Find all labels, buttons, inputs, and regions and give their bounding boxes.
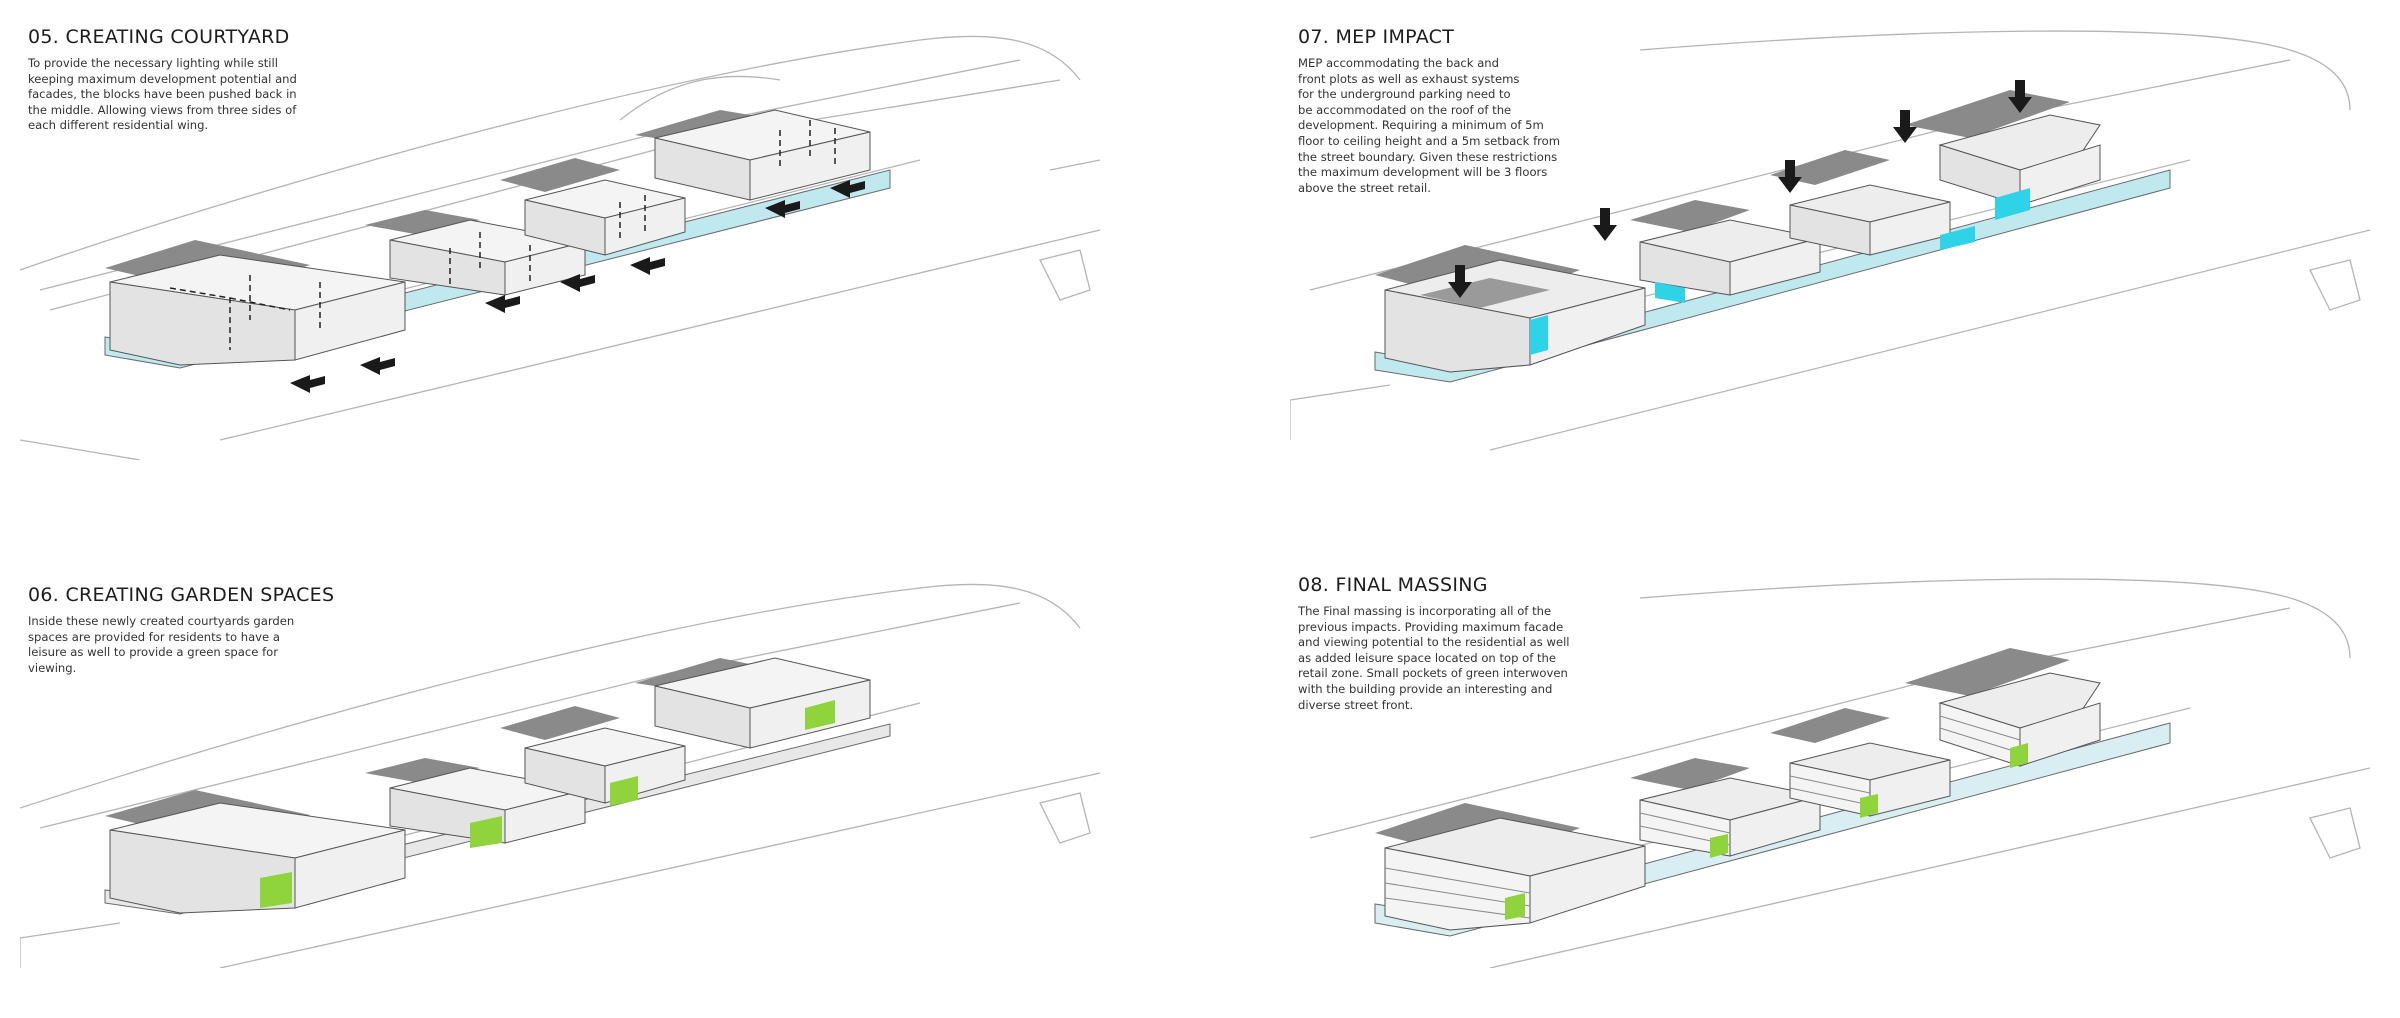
retail-cyan-strong [1530, 315, 1548, 355]
rear-block [1905, 90, 2070, 138]
block-side [504, 789, 586, 844]
panel-title: 07. MEP IMPACT [1298, 26, 1455, 48]
block-side [294, 281, 406, 361]
retail-base [1374, 722, 2171, 937]
panel-description: MEP accommodating the back and front plo… [1298, 56, 1561, 195]
block-side [1729, 237, 1821, 296]
rear-block [1770, 708, 1890, 743]
panel-title: 06. CREATING GARDEN SPACES [28, 584, 335, 606]
rear-block [365, 758, 480, 783]
garden-patch [260, 872, 292, 908]
mep-down-arrows [1448, 80, 2032, 298]
garden-patch [805, 700, 835, 730]
panel-06-creating-garden-spaces: 06. CREATING GARDEN SPACES Inside these … [20, 578, 1120, 1018]
panel-title: 05. CREATING COURTYARD [28, 26, 290, 48]
retail-cyan-strong [1655, 282, 1685, 303]
mep-massing-diagram [1290, 30, 2371, 451]
retail-base [104, 723, 891, 915]
courtyard-massing-diagram [20, 35, 1101, 460]
retail-base [104, 169, 891, 369]
panel-08-final-massing: 08. FINAL MASSING The Final massing is i… [1290, 568, 2390, 1008]
final-blocks [1384, 672, 2101, 931]
rear-block [1630, 200, 1750, 232]
rear-block [1905, 648, 2070, 696]
panel-description: Inside these newly created courtyards ga… [28, 614, 295, 675]
block-front [1384, 289, 1531, 373]
panel-description: To provide the necessary lighting while … [28, 56, 297, 133]
garden-pockets [1505, 743, 2028, 920]
garden-massing-diagram [20, 583, 1101, 968]
block-side [504, 241, 586, 296]
retail-base [1374, 169, 2171, 383]
rear-block [1630, 758, 1750, 790]
retail-cyan-strong [1995, 188, 2030, 220]
setback-arrows [290, 180, 865, 393]
panel-05-creating-courtyard: 05. CREATING COURTYARD To provide the ne… [20, 20, 1120, 460]
block-front [109, 829, 296, 914]
panel-07-mep-impact: 07. MEP IMPACT MEP accommodating the bac… [1290, 20, 2390, 460]
rear-block [365, 210, 480, 235]
rear-block [500, 706, 620, 740]
mep-roof-unit [1420, 278, 1550, 308]
block-side [294, 829, 406, 909]
rear-block [500, 158, 620, 192]
final-massing-diagram [1309, 578, 2371, 968]
panel-description: The Final massing is incorporating all o… [1298, 604, 1570, 712]
rear-block [1770, 150, 1890, 185]
block-side [749, 131, 871, 201]
garden-patch [470, 816, 502, 848]
panel-title: 08. FINAL MASSING [1298, 574, 1488, 596]
garden-patch [610, 776, 638, 806]
retail-cyan-strong [1940, 226, 1975, 250]
